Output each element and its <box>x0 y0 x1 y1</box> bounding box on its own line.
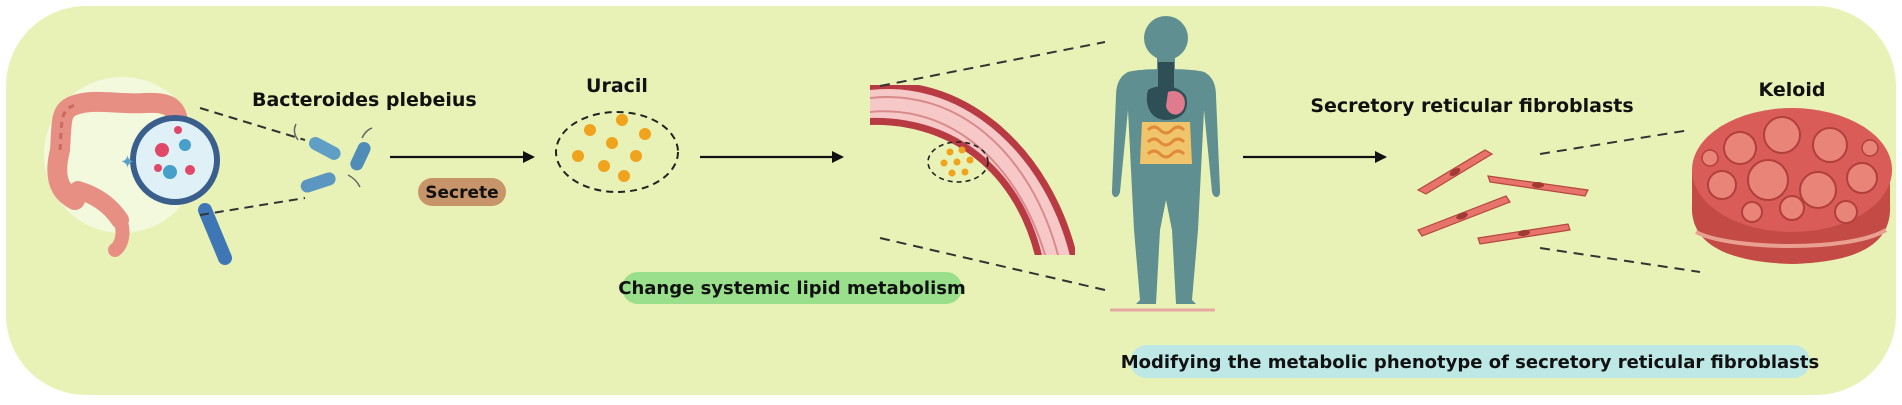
bacteria-label: Bacteroides plebeius <box>252 89 477 111</box>
dashed-guide-line <box>199 197 306 216</box>
blood-vessel-icon <box>870 85 1075 255</box>
phenotype-pill <box>1130 345 1810 378</box>
secrete-label: Secrete <box>425 183 498 203</box>
fibroblasts-label: Secretory reticular fibroblasts <box>1310 95 1633 117</box>
phenotype-label: Modifying the metabolic phenotype of sec… <box>1121 352 1819 373</box>
dashed-guide-line <box>879 41 1106 87</box>
uracil-cluster-icon <box>555 111 679 193</box>
human-body-icon <box>1111 16 1221 304</box>
fibroblast-icon <box>1416 149 1589 245</box>
secrete-pill <box>418 178 506 206</box>
dashed-guide-line <box>1539 247 1701 273</box>
svg-text:✦: ✦ <box>120 152 135 173</box>
background-panel <box>6 6 1896 395</box>
keloid-label: Keloid <box>1759 79 1826 101</box>
keloid-icon <box>1691 108 1892 264</box>
vessel-uracil-cluster <box>927 141 989 183</box>
magnifier-icon: ✦ <box>120 115 232 265</box>
dashed-guide-line <box>199 107 306 141</box>
lipid-pill <box>622 272 962 304</box>
dashed-guide-line <box>1539 129 1691 155</box>
dashed-guide-line <box>879 237 1106 291</box>
uracil-label: Uracil <box>586 75 648 97</box>
bacteria-icon <box>293 123 373 193</box>
lipid-label: Change systemic lipid metabolism <box>618 278 966 299</box>
